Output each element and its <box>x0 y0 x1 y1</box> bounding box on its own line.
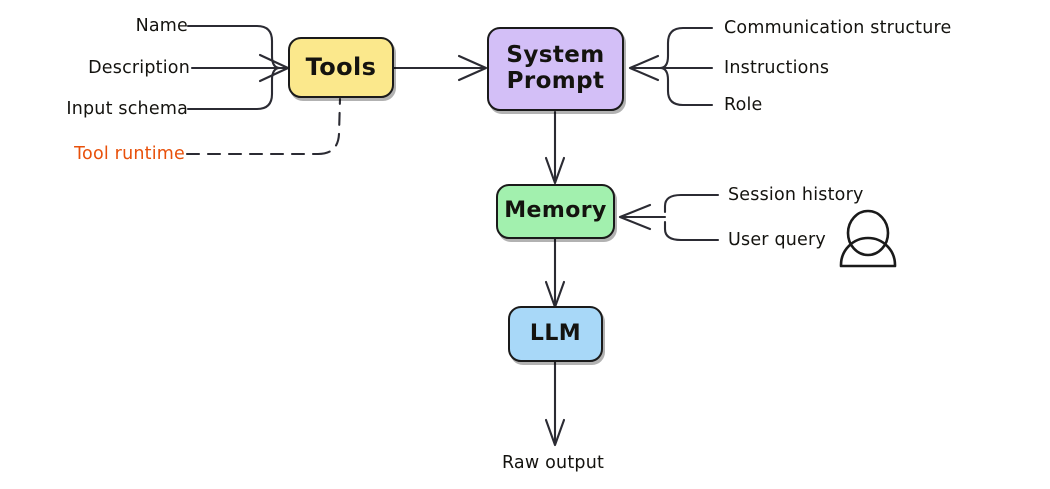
node-memory-label: Memory <box>504 198 607 224</box>
arrowhead-raw-output <box>544 418 566 447</box>
label-session-history: Session history <box>728 185 864 205</box>
arrowhead-memory-right <box>618 203 652 231</box>
user-icon-body <box>839 236 897 268</box>
connector-input-schema-to-tools <box>186 66 282 111</box>
node-tools[interactable]: Tools <box>288 37 394 98</box>
label-communication-structure: Communication structure <box>724 18 952 38</box>
arrowhead-system-prompt-right <box>628 54 660 82</box>
connector-session-history <box>663 193 720 214</box>
node-memory[interactable]: Memory <box>496 184 615 239</box>
node-llm[interactable]: LLM <box>508 306 603 362</box>
label-user-query: User query <box>728 230 826 250</box>
label-description: Description <box>88 58 190 78</box>
label-instructions: Instructions <box>724 58 830 78</box>
label-tool-runtime: Tool runtime <box>74 144 185 164</box>
node-llm-label: LLM <box>529 320 582 346</box>
label-name: Name <box>135 16 188 36</box>
arrowhead-system-prompt-left <box>457 54 488 82</box>
label-raw-output: Raw output <box>501 453 605 473</box>
connector-tool-runtime-curve <box>316 97 342 156</box>
connector-user-query <box>663 220 720 242</box>
connector-communication-structure <box>658 26 714 70</box>
connector-name-to-tools <box>186 24 282 70</box>
arrowhead-memory-top <box>544 156 566 185</box>
user-icon-head <box>846 209 890 257</box>
user-icon <box>839 209 897 268</box>
connector-role <box>658 66 714 107</box>
label-input-schema: Input schema <box>66 99 188 119</box>
label-role: Role <box>724 95 763 115</box>
node-tools-label: Tools <box>305 53 377 82</box>
